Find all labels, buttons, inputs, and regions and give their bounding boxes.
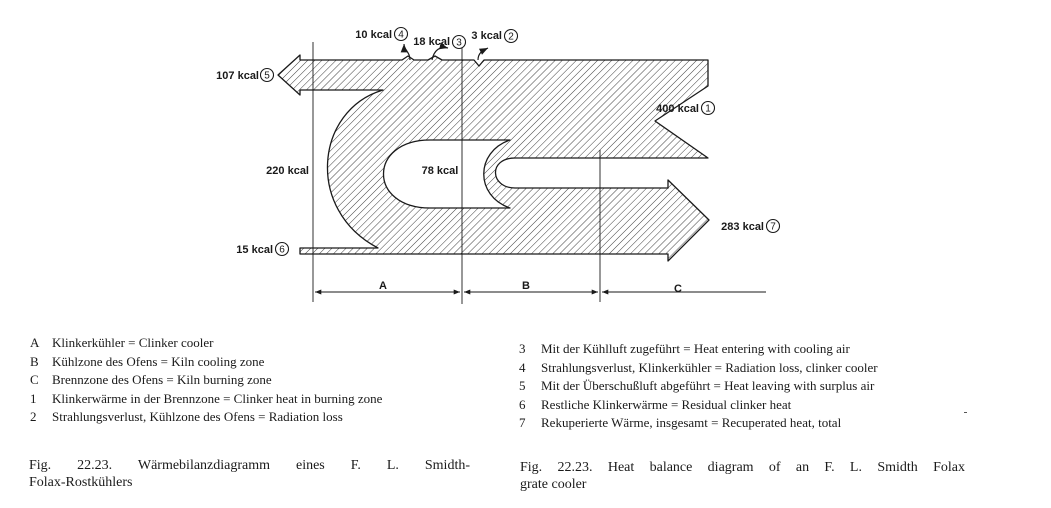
legend-text: Strahlungsverlust, Kühlzone des Ofens = … [52, 409, 343, 424]
legend-item: 1 Klinkerwärme in der Brennzone = Clinker… [30, 390, 382, 409]
flow-number-7: 7 [770, 222, 776, 233]
legend-text: Mit der Überschußluft abgeführt = Heat l… [541, 378, 875, 393]
caption-german-line-2: Folax-Rostkühlers [29, 475, 133, 490]
caption-english: Fig. 22.23. Heat balance diagram of an F… [520, 459, 965, 493]
legend-key: B [30, 353, 39, 369]
legend-text: Restliche Klinkerwärme = Residual clinke… [541, 396, 792, 412]
caption-german: Fig. 22.23. Wärmebilanzdiagramm eines F.… [29, 457, 470, 491]
legend-item: C Brennzone des Ofens = Kiln burning zone [30, 371, 382, 390]
legend-key: 6 [519, 396, 526, 412]
label-220-kcal: 220 kcal [266, 165, 309, 177]
legend-item: 4 Strahlungsverlust, Klinkerkühler = Radi… [519, 359, 878, 378]
flow-value-6: 15 kcal [236, 244, 273, 256]
flow-value-7: 283 kcal [721, 221, 764, 233]
loss-arrow-2 [477, 47, 489, 61]
flow-number-2: 2 [508, 32, 514, 43]
flow-number-1: 1 [705, 104, 711, 115]
flow-number-circle-5 [259, 67, 275, 83]
legend-text: Mit der Kühlluft zugeführt = Heat enteri… [541, 341, 850, 356]
legend-item: B Kühlzone des Ofens = Kiln cooling zone [30, 353, 382, 372]
legend-text: Strahlungsverlust, Klinkerkühler = Radia… [541, 359, 878, 375]
caption-english-line-1: Fig. 22.23. Heat balance diagram of an F… [520, 460, 965, 475]
loss-arrow-4 [400, 43, 411, 61]
flow-number-5: 5 [264, 71, 270, 82]
flow-number-circle-1 [700, 100, 716, 116]
flow-number-circle-6 [274, 241, 290, 257]
legend-key: 3 [519, 341, 526, 356]
caption-german-line-1: Fig. 22.23. Wärmebilanzdiagramm eines F.… [29, 458, 470, 473]
flow-number-circle-4 [393, 26, 409, 42]
legend-key: C [30, 372, 39, 387]
page-mark [964, 412, 967, 413]
flow-value-2: 3 kcal [471, 30, 502, 42]
caption-english-line-2: grate cooler [520, 477, 587, 492]
flow-number-6: 6 [279, 245, 285, 256]
legend-key: 4 [519, 359, 526, 375]
zone-label-c: C [674, 283, 682, 295]
legend-text: Klinkerkühler = Clinker cooler [52, 335, 214, 350]
legend-left: A Klinkerkühler = Clinker cooler B Kühlzon… [30, 334, 382, 427]
flow-number-circle-7 [765, 218, 781, 234]
legend-text: Kühlzone des Ofens = Kiln cooling zone [52, 353, 265, 369]
legend-key: 7 [519, 415, 526, 430]
flow-value-1: 400 kcal [656, 103, 699, 115]
flow-number-3: 3 [456, 38, 462, 49]
flow-value-5: 107 kcal [216, 70, 259, 82]
heat-flow-band [277, 54, 710, 262]
flow-value-3: 18 kcal [413, 36, 450, 48]
legend-item: 3 Mit der Kühlluft zugeführt = Heat enter… [519, 340, 878, 359]
legend-item: 5 Mit der Überschußluft abgeführt = Heat … [519, 377, 878, 396]
legend-key: 1 [30, 390, 37, 406]
legend-key: 2 [30, 409, 37, 424]
legend-item: 2 Strahlungsverlust, Kühlzone des Ofens =… [30, 408, 382, 427]
legend-text: Brennzone des Ofens = Kiln burning zone [52, 372, 272, 387]
flow-number-circle-3 [451, 34, 467, 50]
legend-text: Klinkerwärme in der Brennzone = Clinker … [52, 390, 383, 406]
label-78-kcal: 78 kcal [422, 165, 459, 177]
legend-item: 7 Rekuperierte Wärme, insgesamt = Recuper… [519, 414, 878, 433]
flow-number-circle-2 [503, 28, 519, 44]
legend-key: A [30, 335, 40, 350]
legend-item: A Klinkerkühler = Clinker cooler [30, 334, 382, 353]
flow-number-4: 4 [398, 30, 404, 41]
legend-text: Rekuperierte Wärme, insgesamt = Recupera… [541, 415, 842, 430]
flow-value-4: 10 kcal [355, 29, 392, 41]
legend-right: 3 Mit der Kühlluft zugeführt = Heat enter… [519, 340, 878, 433]
zone-label-b: B [522, 280, 530, 292]
heat-balance-diagram: A B C 220 kcal 78 kcal 400 kcal 1 3 kcal… [216, 26, 781, 304]
legend-key: 5 [519, 378, 526, 393]
zone-label-a: A [379, 280, 387, 292]
legend-item: 6 Restliche Klinkerwärme = Residual clink… [519, 396, 878, 415]
loss-arrow-3 [431, 42, 449, 61]
